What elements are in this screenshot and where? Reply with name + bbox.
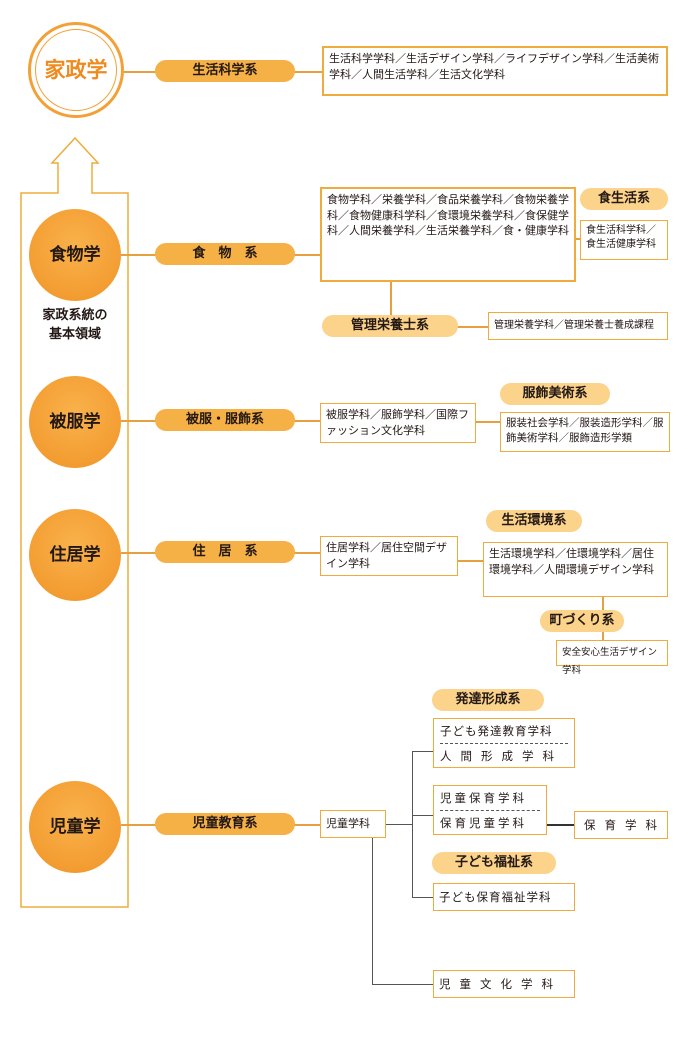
- child-dept-box: 児童学科: [320, 810, 386, 838]
- tree-line: [412, 815, 434, 816]
- hattatsu-box: 子ども発達教育学科 人間形成学科: [433, 718, 575, 768]
- field-housing-circle: 住居学: [29, 509, 121, 601]
- housing-sub1-box: 生活環境学科／住環境学科／居住環境学科／人間環境デザイン学科: [483, 542, 668, 597]
- food-sub1-box: 食生活科学科／食生活健康学科: [580, 220, 668, 260]
- food-sub1-pill: 食生活系: [580, 188, 668, 210]
- clothing-sub-pill: 服飾美術系: [500, 383, 610, 405]
- bunka-box: 児童文化学科: [433, 970, 575, 998]
- field-food-circle: 食物学: [29, 209, 121, 301]
- fukushi-pill: 子ども福祉系: [432, 852, 556, 874]
- housing-depts-box: 住居学科／居住空間デザイン学科: [320, 536, 458, 576]
- side-label-line1: 家政系統の: [42, 308, 108, 323]
- system-clothing-pill: 被服・服飾系: [155, 409, 295, 431]
- tree-line: [412, 897, 434, 898]
- system-food-pill: 食 物 系: [155, 243, 295, 265]
- fukushi-box: 子ども保育福祉学科: [433, 883, 575, 911]
- food-sub2-pill: 管理栄養士系: [322, 315, 458, 337]
- hattatsu-dept1: 子ども発達教育学科: [440, 724, 553, 738]
- connector-line: [440, 326, 490, 328]
- connector-line: [390, 282, 392, 327]
- tree-line: [412, 751, 434, 752]
- clothing-sub-box: 服装社会学科／服装造形学科／服飾美術学科／服飾造形学類: [500, 412, 670, 452]
- food-depts-box: 食物学科／栄養学科／食品栄養学科／食物栄養学科／食物健康科学科／食環境栄養学科／…: [320, 187, 576, 282]
- connector-line: [476, 421, 504, 423]
- kaseigaku-label: 家政学: [44, 57, 108, 82]
- clothing-depts-box: 被服学科／服飾学科／国際ファッション文化学科: [320, 403, 476, 443]
- food-sub2-box: 管理栄養学科／管理栄養士養成課程: [488, 312, 668, 340]
- kaseigaku-inner-circle: [35, 29, 117, 111]
- housing-sub2-box: 安全安心生活デザイン学科: [556, 640, 668, 676]
- hattatsu-dept2: 人間形成学科: [440, 743, 568, 768]
- hoiku-box: 児童保育学科 保育児童学科: [433, 785, 547, 835]
- housing-sub2-pill: 町づくり系: [540, 610, 624, 632]
- tree-line: [372, 984, 434, 985]
- system-seikatsu-pill: 生活科学系: [155, 60, 295, 82]
- tree-line: [386, 824, 413, 825]
- tree-line: [372, 838, 373, 985]
- field-child-circle: 児童学: [29, 781, 121, 873]
- side-label-line2: 基本領域: [48, 327, 101, 342]
- connector-line: [458, 560, 484, 562]
- hoiku-linked-box: 保育学科: [574, 811, 668, 839]
- hattatsu-pill: 発達形成系: [432, 689, 544, 711]
- hoiku-dept1: 児童保育学科: [440, 791, 527, 805]
- housing-sub1-pill: 生活環境系: [486, 510, 582, 532]
- system-child-pill: 児童教育系: [155, 813, 295, 835]
- field-clothing-circle: 被服学: [29, 376, 121, 468]
- system-housing-pill: 住 居 系: [155, 541, 295, 563]
- seikatsu-depts-box: 生活科学学科／生活デザイン学科／ライフデザイン学科／生活美術学科／人間生活学科／…: [322, 46, 668, 96]
- tree-line: [412, 751, 413, 898]
- hoiku-dept2: 保育児童学科: [440, 810, 540, 835]
- tree-line: [546, 824, 574, 826]
